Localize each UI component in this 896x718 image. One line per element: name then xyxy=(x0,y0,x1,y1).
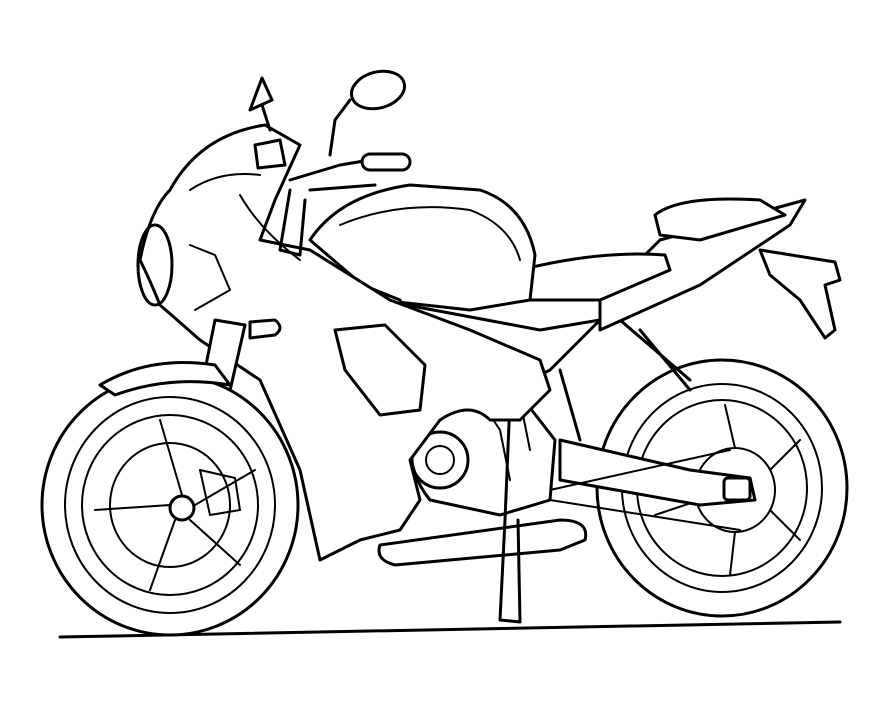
exhaust-pipe xyxy=(377,518,588,567)
front-axle xyxy=(168,494,196,522)
license-bracket xyxy=(758,248,842,340)
rear-shock xyxy=(558,318,692,442)
axle-adjuster xyxy=(722,476,752,502)
rear-seat xyxy=(653,197,787,242)
kickstand xyxy=(498,398,522,624)
grip xyxy=(360,152,412,172)
front-fairing xyxy=(136,123,552,562)
seat xyxy=(518,252,672,302)
tank-contour xyxy=(339,206,521,261)
side-vent xyxy=(333,323,427,417)
headlight xyxy=(136,223,174,307)
fairing-contour xyxy=(189,244,231,311)
chain xyxy=(549,449,741,531)
front-wheel xyxy=(40,373,300,637)
brake-caliper xyxy=(199,469,241,516)
swingarm xyxy=(558,438,757,507)
front-fender xyxy=(98,361,232,397)
handlebar xyxy=(278,152,412,257)
tail-section xyxy=(598,198,807,332)
turn-signal xyxy=(248,318,282,340)
left-mirror xyxy=(248,76,274,132)
right-mirror xyxy=(328,69,406,157)
windscreen-clip xyxy=(253,138,287,170)
